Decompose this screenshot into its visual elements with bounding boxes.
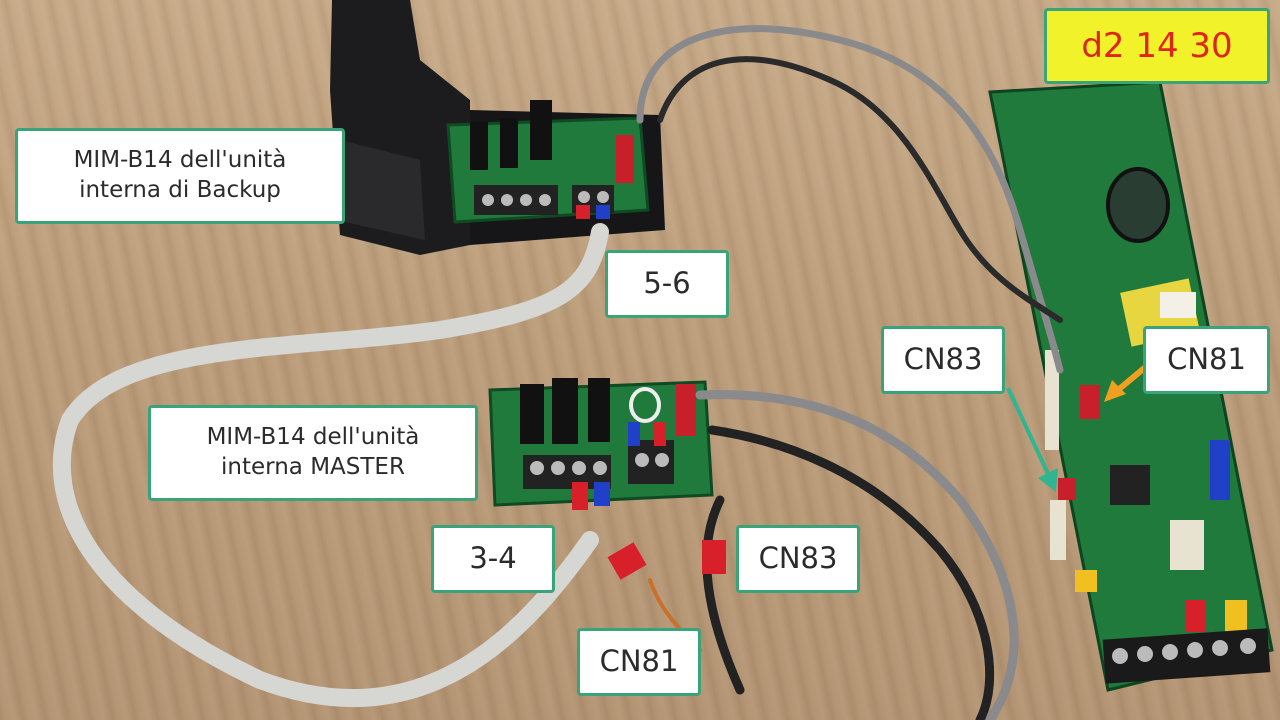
label-cn81-main: CN81 [1143, 326, 1270, 394]
label-master-board: MIM-B14 dell'unità interna MASTER [148, 405, 478, 501]
label-terminal-3-4: 3-4 [431, 525, 555, 593]
cables [52, 25, 1064, 720]
label-terminal-5-6: 5-6 [605, 250, 729, 318]
label-cn83-main: CN83 [881, 326, 1005, 394]
backup-board [446, 100, 650, 224]
label-cn81-cable: CN81 [577, 628, 701, 696]
master-board [488, 378, 714, 510]
overlay-code-badge: d2 14 30 [1044, 8, 1270, 84]
label-cn83-cable: CN83 [736, 525, 860, 593]
main-pcb [988, 80, 1274, 692]
label-backup-board: MIM-B14 dell'unità interna di Backup [15, 128, 345, 224]
loose-connectors [607, 540, 726, 580]
